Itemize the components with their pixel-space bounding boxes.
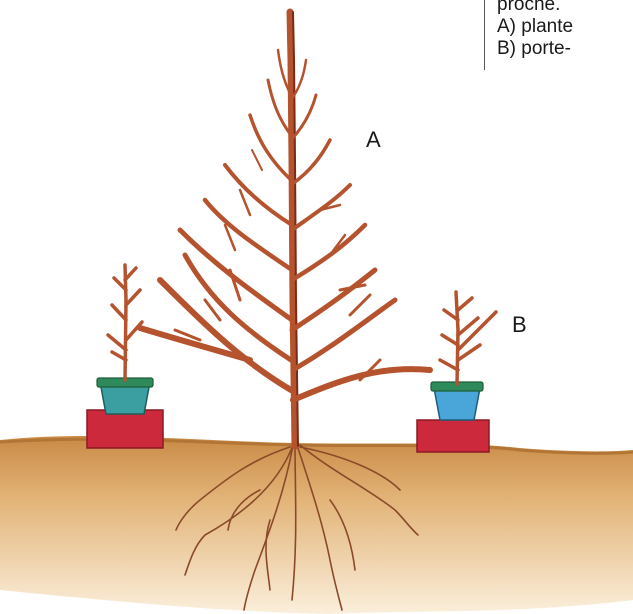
pot-right	[434, 388, 480, 420]
soil-ground	[0, 436, 633, 614]
caption-divider	[484, 0, 485, 70]
stand-left	[87, 410, 163, 448]
label-b: B	[512, 312, 527, 338]
label-a: A	[366, 127, 381, 153]
caption-line-3: B) porte-	[497, 38, 571, 60]
caption-line-2: A) plante	[497, 16, 573, 38]
stand-right	[417, 420, 489, 452]
seedling-left	[87, 265, 163, 448]
tree-a	[140, 12, 430, 446]
caption-line-1: proche.	[497, 0, 560, 16]
